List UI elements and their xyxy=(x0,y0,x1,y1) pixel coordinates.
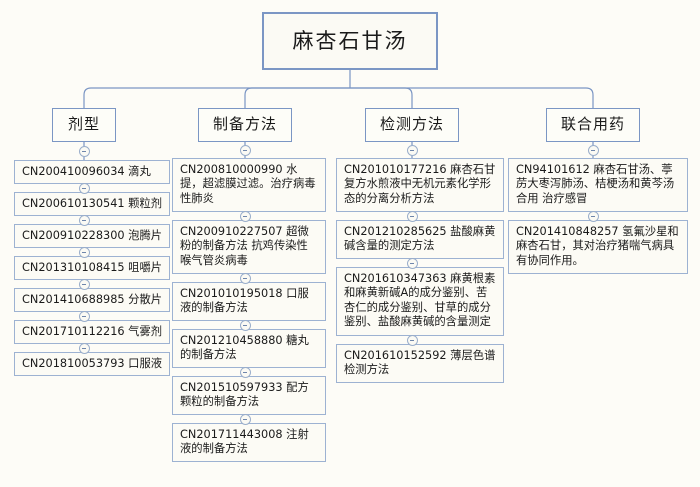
leaf-node-label: CN201510597933 配方颗粒的制备方法 xyxy=(180,381,309,409)
leaf-node[interactable]: CN200910227507 超微粉的制备方法 抗鸡传染性喉气管炎病毒 xyxy=(172,220,326,274)
collapse-toggle[interactable] xyxy=(79,279,90,290)
leaf-node-label: CN200810000990 水提，超滤膜过滤。治疗病毒性肺炎 xyxy=(180,163,316,205)
collapse-toggle[interactable] xyxy=(240,273,251,284)
leaf-node-label: CN201610347363 麻黄根素和麻黄新碱A的成分鉴别、苦杏仁的成分鉴别、… xyxy=(344,272,496,329)
leaf-node[interactable]: CN200810000990 水提，超滤膜过滤。治疗病毒性肺炎 xyxy=(172,158,326,212)
collapse-toggle[interactable] xyxy=(79,183,90,194)
leaf-node-label: CN201610152592 薄层色谱检测方法 xyxy=(344,349,496,377)
leaf-node-label: CN201010195018 口服液的制备方法 xyxy=(180,287,309,315)
root-node-label: 麻杏石甘汤 xyxy=(292,28,408,53)
leaf-node[interactable]: CN201610152592 薄层色谱检测方法 xyxy=(336,344,504,383)
collapse-toggle[interactable] xyxy=(240,367,251,378)
collapse-toggle[interactable] xyxy=(407,258,418,269)
leaf-node-label: CN201210458880 糖丸的制备方法 xyxy=(180,334,309,362)
leaf-node[interactable]: CN200610130541 颗粒剂 xyxy=(14,192,170,217)
category-node-dosage-form[interactable]: 剂型 xyxy=(52,108,116,142)
collapse-toggle[interactable] xyxy=(588,145,599,156)
collapse-toggle[interactable] xyxy=(240,145,251,156)
leaf-node[interactable]: CN201210285625 盐酸麻黄碱含量的测定方法 xyxy=(336,220,504,259)
leaf-node-label: CN201710112216 气雾剂 xyxy=(22,325,163,338)
leaf-node-label: CN201310108415 咀嚼片 xyxy=(22,261,163,274)
leaf-node[interactable]: CN94101612 麻杏石甘汤、葶苈大枣泻肺汤、桔梗汤和黄芩汤合用 治疗感冒 xyxy=(508,158,688,212)
collapse-toggle[interactable] xyxy=(240,414,251,425)
category-node-label: 联合用药 xyxy=(560,115,625,134)
category-node-combined-medication[interactable]: 联合用药 xyxy=(546,108,640,142)
collapse-toggle[interactable] xyxy=(407,335,418,346)
collapse-toggle[interactable] xyxy=(407,145,418,156)
leaf-node-label: CN94101612 麻杏石甘汤、葶苈大枣泻肺汤、桔梗汤和黄芩汤合用 治疗感冒 xyxy=(516,163,675,205)
leaf-node-label: CN200910227507 超微粉的制备方法 抗鸡传染性喉气管炎病毒 xyxy=(180,225,309,267)
leaf-node-label: CN201410848257 氢氟沙星和麻杏石甘，其对治疗猪喘气病具有协同作用。 xyxy=(516,225,679,267)
leaf-node[interactable]: CN201010195018 口服液的制备方法 xyxy=(172,282,326,321)
leaf-node[interactable]: CN201510597933 配方颗粒的制备方法 xyxy=(172,376,326,415)
root-node-mahuang-shigan-tang: 麻杏石甘汤 xyxy=(262,12,438,70)
collapse-toggle[interactable] xyxy=(407,211,418,222)
collapse-toggle[interactable] xyxy=(588,211,599,222)
leaf-node[interactable]: CN201410688985 分散片 xyxy=(14,288,170,313)
category-node-label: 制备方法 xyxy=(212,115,277,134)
leaf-node-label: CN200910228300 泡腾片 xyxy=(22,229,163,242)
category-node-preparation-method[interactable]: 制备方法 xyxy=(198,108,292,142)
category-node-label: 检测方法 xyxy=(379,115,444,134)
leaf-node[interactable]: CN201610347363 麻黄根素和麻黄新碱A的成分鉴别、苦杏仁的成分鉴别、… xyxy=(336,267,504,336)
leaf-node[interactable]: CN201310108415 咀嚼片 xyxy=(14,256,170,281)
leaf-node-label: CN201410688985 分散片 xyxy=(22,293,163,306)
collapse-toggle[interactable] xyxy=(79,146,90,157)
leaf-node-label: CN201210285625 盐酸麻黄碱含量的测定方法 xyxy=(344,225,496,253)
leaf-node[interactable]: CN201410848257 氢氟沙星和麻杏石甘，其对治疗猪喘气病具有协同作用。 xyxy=(508,220,688,274)
leaf-node[interactable]: CN201711443008 注射液的制备方法 xyxy=(172,423,326,462)
leaf-node[interactable]: CN201210458880 糖丸的制备方法 xyxy=(172,329,326,368)
category-node-label: 剂型 xyxy=(67,115,100,134)
collapse-toggle[interactable] xyxy=(79,215,90,226)
leaf-node-label: CN201010177216 麻杏石甘复方水煎液中无机元素化学形态的分离分析方法 xyxy=(344,163,496,205)
leaf-node[interactable]: CN200910228300 泡腾片 xyxy=(14,224,170,249)
leaf-node-label: CN201711443008 注射液的制备方法 xyxy=(180,428,309,456)
leaf-node-label: CN201810053793 口服液 xyxy=(22,357,163,370)
category-node-detection-method[interactable]: 检测方法 xyxy=(365,108,459,142)
collapse-toggle[interactable] xyxy=(79,247,90,258)
collapse-toggle[interactable] xyxy=(79,343,90,354)
collapse-toggle[interactable] xyxy=(79,311,90,322)
collapse-toggle[interactable] xyxy=(240,320,251,331)
leaf-node[interactable]: CN200410096034 滴丸 xyxy=(14,160,170,185)
leaf-node-label: CN200410096034 滴丸 xyxy=(22,165,151,178)
leaf-node[interactable]: CN201810053793 口服液 xyxy=(14,352,170,377)
leaf-node-label: CN200610130541 颗粒剂 xyxy=(22,197,163,210)
leaf-node[interactable]: CN201710112216 气雾剂 xyxy=(14,320,170,345)
leaf-node[interactable]: CN201010177216 麻杏石甘复方水煎液中无机元素化学形态的分离分析方法 xyxy=(336,158,504,212)
collapse-toggle[interactable] xyxy=(240,211,251,222)
